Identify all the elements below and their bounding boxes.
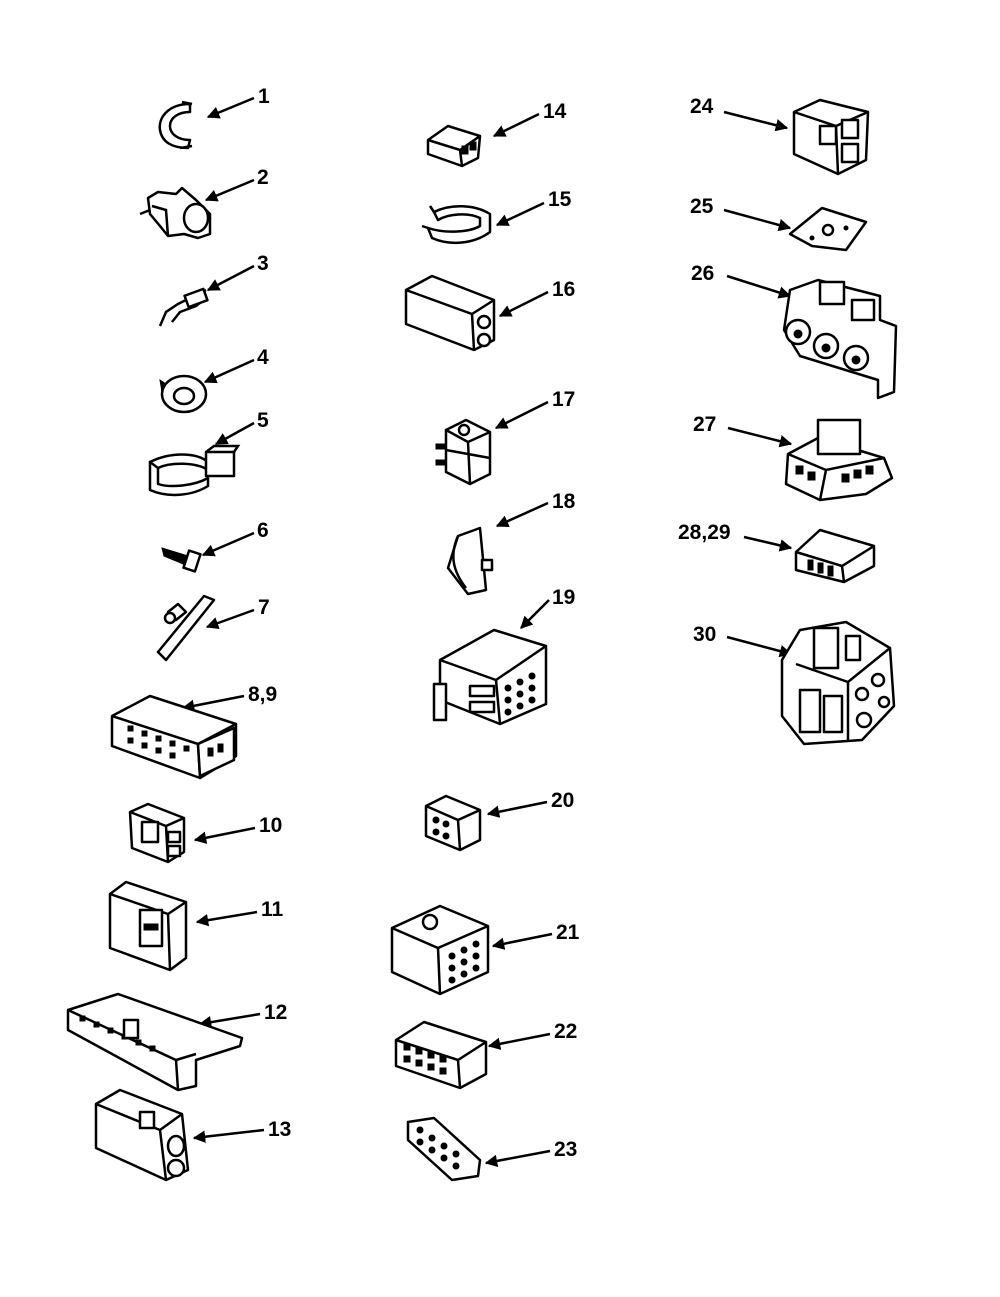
- part-label-18: 18: [552, 490, 576, 513]
- part-label-12: 12: [264, 1001, 287, 1024]
- part-labels: 1 2 3 4 5 6 7 8,9 10 11 12 13 14 15 16 1…: [248, 85, 731, 1161]
- part-17-connector: [435, 418, 492, 486]
- part-label-26: 26: [691, 262, 714, 285]
- part-label-25: 25: [690, 195, 714, 218]
- part-23-connector: [406, 1116, 482, 1182]
- part-2-clamp: [139, 186, 212, 240]
- part-label-22: 22: [554, 1020, 577, 1043]
- arrow-part-15: [495, 201, 545, 227]
- arrow-part-2: [204, 178, 255, 202]
- arrow-part-22: [487, 1032, 551, 1050]
- arrow-part-26: [726, 274, 792, 299]
- part-8-9-connector: [110, 694, 238, 780]
- arrow-part-5: [214, 421, 255, 446]
- part-19-multi-pin-connector: [432, 628, 548, 726]
- part-label-16: 16: [552, 278, 575, 301]
- arrow-part-21: [491, 932, 553, 950]
- part-26-connector: [782, 278, 898, 400]
- part-label-2: 2: [257, 166, 269, 189]
- part-label-4: 4: [257, 346, 269, 369]
- part-label-15: 15: [548, 188, 572, 211]
- arrow-part-13: [192, 1128, 265, 1143]
- arrow-part-6: [201, 531, 255, 557]
- part-label-6: 6: [257, 519, 269, 542]
- part-10-connector: [128, 802, 186, 864]
- part-1-c-clip: [158, 100, 193, 150]
- arrow-part-12: [198, 1012, 261, 1029]
- part-6-screw: [161, 547, 202, 573]
- part-22-connector: [394, 1020, 488, 1090]
- part-27-connector: [784, 418, 894, 502]
- part-15-tube-clip: [421, 205, 492, 245]
- part-20-connector: [424, 794, 482, 852]
- part-18-clip: [446, 526, 494, 596]
- part-label-7: 7: [258, 596, 270, 619]
- part-30-connector: [780, 620, 896, 746]
- arrow-part-1: [206, 96, 255, 119]
- part-11-connector: [108, 880, 188, 972]
- arrow-part-10: [193, 826, 256, 844]
- part-label-8-9: 8,9: [248, 683, 277, 706]
- arrow-part-7: [205, 608, 255, 630]
- part-label-23: 23: [554, 1138, 577, 1161]
- part-label-28-29: 28,29: [678, 521, 731, 544]
- part-14-connector: [426, 124, 482, 168]
- part-4-grommet: [159, 374, 208, 414]
- part-label-11: 11: [261, 898, 284, 921]
- part-3-wire-clip: [158, 287, 209, 327]
- part-label-10: 10: [259, 814, 282, 837]
- arrow-part-11: [195, 910, 258, 927]
- arrow-part-28-29: [743, 535, 793, 552]
- part-label-27: 27: [693, 413, 716, 436]
- part-25-plate: [788, 206, 868, 252]
- arrow-part-19: [520, 599, 550, 629]
- part-label-20: 20: [551, 789, 574, 812]
- arrow-part-4: [203, 358, 255, 384]
- arrow-part-18: [495, 501, 549, 528]
- arrow-part-24: [723, 110, 789, 132]
- part-28-29-connector: [794, 528, 876, 584]
- part-label-1: 1: [258, 85, 270, 108]
- arrow-part-3: [206, 264, 255, 292]
- part-label-13: 13: [268, 1118, 291, 1141]
- arrow-part-23: [484, 1149, 551, 1168]
- arrow-part-8-9: [181, 694, 245, 712]
- part-label-3: 3: [257, 252, 269, 275]
- part-5-cable-clamp: [148, 444, 241, 497]
- part-13-box-connector: [94, 1088, 190, 1182]
- part-label-21: 21: [556, 921, 580, 944]
- part-label-19: 19: [552, 586, 575, 609]
- arrow-part-25: [723, 208, 792, 232]
- part-16-connector: [404, 274, 496, 352]
- part-7-bar-clip: [156, 594, 216, 662]
- leader-arrows: [181, 96, 793, 1168]
- part-24-connector: [792, 98, 870, 176]
- arrow-part-20: [486, 800, 548, 818]
- part-label-24: 24: [690, 95, 714, 118]
- arrow-part-30: [726, 635, 793, 658]
- part-label-14: 14: [543, 100, 567, 123]
- part-21-block-connector: [390, 904, 490, 996]
- part-label-30: 30: [693, 623, 716, 646]
- arrow-part-16: [498, 290, 549, 318]
- part-label-5: 5: [257, 409, 269, 432]
- part-12-terminal-strip: [66, 992, 244, 1092]
- arrow-part-27: [727, 426, 793, 448]
- arrow-part-14: [492, 112, 540, 138]
- part-label-17: 17: [552, 388, 575, 411]
- arrow-part-17: [494, 400, 549, 430]
